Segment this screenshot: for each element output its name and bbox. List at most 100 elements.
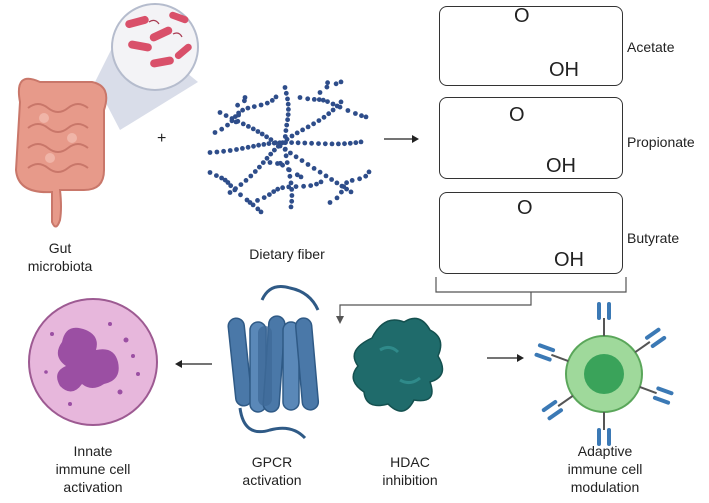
bacteria-zoom-icon	[111, 3, 199, 91]
fiber-dot	[264, 155, 270, 161]
fiber-dot	[268, 151, 274, 157]
butyrate-oxygen: O	[517, 197, 533, 219]
fiber-dot	[232, 187, 238, 193]
innate-label-line1: Innate	[73, 443, 113, 459]
fiber-dot	[311, 166, 317, 171]
fiber-dot	[219, 126, 225, 132]
fiber-dot	[285, 101, 291, 107]
fiber-dot	[334, 195, 340, 201]
fiber-dot	[294, 130, 300, 136]
fiber-dot	[255, 129, 261, 134]
fiber-dot	[248, 173, 254, 179]
fiber-dot	[256, 142, 261, 148]
fiber-dot	[353, 111, 358, 116]
fiber-dot	[283, 128, 289, 134]
antibody-icon	[597, 302, 611, 336]
fiber-dot	[333, 81, 339, 87]
fiber-dot	[289, 133, 295, 139]
fiber-dot	[238, 182, 244, 188]
fiber-dot	[282, 140, 288, 146]
fiber-dot	[363, 173, 369, 179]
fiber-dot	[288, 150, 293, 156]
fiber-dot	[329, 141, 335, 147]
fiber-dot	[348, 189, 354, 195]
arrow-to-scfa	[384, 135, 419, 143]
fiber-dot	[329, 177, 334, 182]
fiber-dot	[223, 113, 229, 118]
fiber-dot	[251, 143, 256, 149]
fiber-dot	[266, 141, 272, 147]
adaptive-label-line2: immune cell	[567, 461, 643, 477]
fiber-dot	[320, 97, 326, 103]
antibody-icon	[597, 412, 611, 446]
fiber-dot	[267, 192, 272, 198]
fiber-dot	[289, 140, 294, 146]
fiber-dot	[264, 100, 270, 106]
arrow-to-adaptive	[487, 354, 524, 362]
propionate-oxygen: O	[509, 104, 525, 126]
fiber-dot	[305, 124, 311, 130]
fiber-dot	[358, 139, 364, 145]
fiber-dot	[318, 179, 324, 185]
fiber-dot	[273, 140, 278, 146]
fiber-dot	[269, 98, 275, 103]
fiber-dot	[219, 175, 225, 181]
adaptive-label-line1: Adaptive	[577, 443, 633, 459]
antibody-icon	[534, 343, 569, 362]
dietary-fiber-label: Dietary fiber	[249, 246, 325, 262]
fiber-dot	[294, 172, 300, 178]
fiber-dot	[301, 183, 306, 189]
fiber-dot	[298, 174, 304, 180]
fiber-dot	[302, 140, 308, 146]
fiber-dot	[305, 162, 311, 167]
antibody-icon	[634, 327, 667, 354]
fiber-dot	[349, 178, 355, 183]
fiber-dot	[236, 112, 242, 118]
fiber-dot	[245, 144, 251, 150]
fiber-dot	[293, 154, 299, 160]
fiber-dot	[322, 141, 328, 147]
fiber-dot	[228, 183, 234, 189]
fiber-dot	[316, 118, 322, 123]
fiber-dot	[240, 107, 246, 113]
fiber-dot	[363, 114, 369, 120]
fiber-dot	[267, 160, 273, 165]
fiber-dot	[258, 102, 264, 108]
fiber-dot	[336, 141, 341, 147]
fiber-dot	[268, 137, 274, 143]
fiber-dot	[227, 190, 233, 195]
fiber-dot	[234, 147, 239, 152]
gpcr-label-line2: activation	[242, 472, 302, 488]
butyrate-box	[439, 192, 623, 274]
fiber-dot	[214, 173, 219, 179]
fiber-dot	[289, 193, 295, 198]
fiber-dot	[221, 148, 227, 154]
fiber-dot	[214, 149, 220, 155]
fiber-dot	[227, 148, 233, 153]
fiber-dot	[285, 96, 290, 102]
fiber-dot	[244, 197, 250, 203]
fiber-dot	[251, 104, 257, 109]
fiber-dot	[344, 180, 349, 186]
innate-cell-icon	[28, 298, 158, 426]
gut-label-line1: Gut	[48, 240, 72, 256]
fiber-dot	[323, 173, 329, 179]
fiber-dot	[286, 184, 292, 190]
fiber-dot	[285, 112, 291, 117]
innate-label-line2: immune cell	[55, 461, 131, 477]
fiber-dot	[217, 110, 223, 115]
fiber-dot	[337, 104, 343, 110]
fiber-dot	[242, 98, 247, 104]
acetate-hydroxyl: OH	[549, 59, 579, 81]
fiber-dot	[258, 209, 264, 215]
fiber-dot	[275, 143, 281, 149]
fiber-dot	[284, 160, 290, 166]
fiber-dot	[338, 79, 344, 85]
hdac-label-line1: HDAC	[390, 454, 430, 470]
fiber-dot	[229, 118, 235, 124]
fiber-dot	[260, 160, 266, 166]
fiber-dot	[327, 200, 333, 205]
fiber-dot	[311, 121, 316, 127]
